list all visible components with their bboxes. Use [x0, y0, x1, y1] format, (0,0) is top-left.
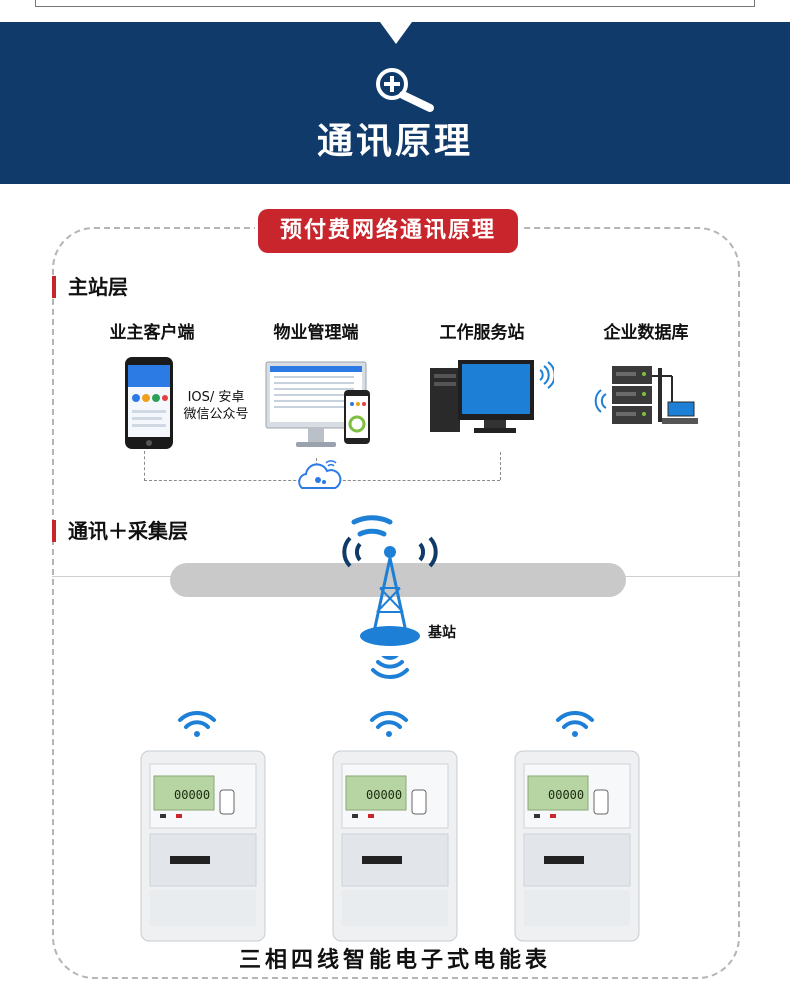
meter-wifi-icon-1: [178, 710, 216, 737]
meter-body: [514, 750, 640, 942]
meter-wifi-icon-2: [370, 710, 408, 737]
terminal-label-property: 物业管理端: [273, 323, 359, 343]
meter-reading: 00000: [366, 788, 403, 802]
footer-title: 三相四线智能电子式电能表: [238, 948, 551, 973]
electric-meter-icon: 00000: [140, 750, 266, 942]
cloud-wifi-icon: [298, 460, 342, 489]
meter-body: [140, 750, 266, 942]
connector-workstation: [500, 452, 501, 480]
section-title: 预付费网络通讯原理: [258, 209, 518, 253]
header-notch: [380, 22, 412, 44]
signal-tower-icon: [342, 515, 438, 646]
meter-wifi-icon-3: [556, 710, 594, 737]
wifi-down-icon: [371, 656, 409, 680]
top-strip: [0, 0, 790, 22]
base-station-label: 基站: [428, 625, 456, 641]
client-note: IOS/ 安卓 微信公众号: [180, 389, 252, 423]
meter-reading: 00000: [548, 788, 585, 802]
client-note-line2: 微信公众号: [183, 407, 249, 422]
desktop-monitor-icon: [265, 361, 370, 447]
header-banner: [0, 22, 790, 184]
layer-label-master: 主站层: [52, 276, 128, 298]
magnifier-plus-icon: [376, 68, 434, 112]
server-rack-icon: [594, 366, 698, 424]
terminal-label-workstation: 工作服务站: [439, 323, 525, 343]
meter-body: [332, 750, 458, 942]
client-note-line1: IOS/ 安卓: [187, 390, 245, 405]
smartphone-icon: [125, 357, 173, 449]
connector-client: [144, 451, 145, 481]
meter-reading: 00000: [174, 788, 211, 802]
terminal-label-client: 业主客户端: [109, 323, 195, 343]
header-title: 通讯原理: [316, 121, 473, 162]
electric-meter-icon: 00000: [514, 750, 640, 942]
terminal-label-database: 企业数据库: [603, 323, 689, 343]
electric-meter-icon: 00000: [332, 750, 458, 942]
workstation-pc-icon: [430, 360, 554, 433]
layer-label-comm: 通讯＋采集层: [52, 520, 188, 542]
